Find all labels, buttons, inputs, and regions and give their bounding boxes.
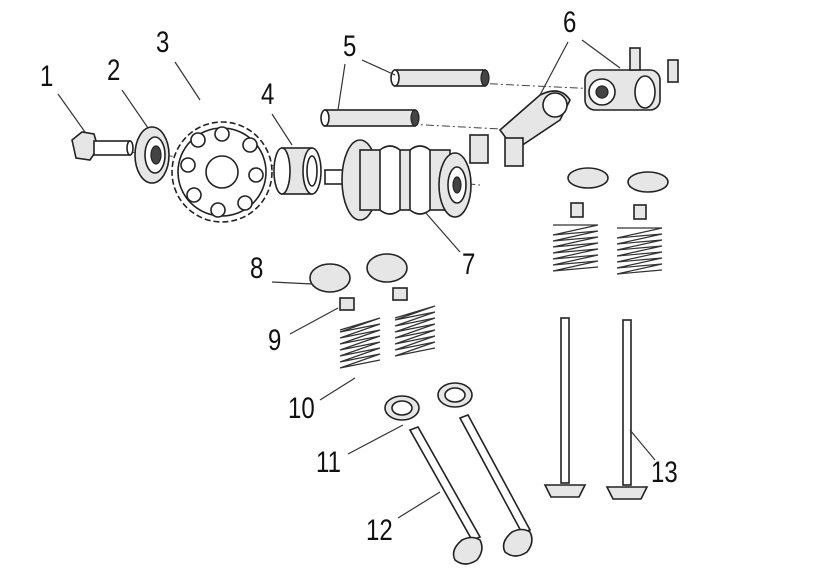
callout-11: 11 [316, 446, 341, 479]
part-10-springs [339, 224, 663, 369]
callout-9: 9 [268, 324, 282, 357]
part-1-bolt [71, 131, 134, 161]
callout-8: 8 [250, 252, 264, 285]
callout-10: 10 [288, 392, 315, 425]
callout-3: 3 [156, 26, 170, 59]
part-3-sprocket [171, 121, 273, 223]
callout-6: 6 [563, 6, 577, 39]
part-6-rocker-arms [469, 47, 679, 167]
leader-lines [57, 39, 656, 519]
callout-7: 7 [462, 248, 476, 281]
callout-5: 5 [343, 30, 357, 63]
part-2-washer [134, 126, 170, 184]
part-4-bearing [273, 147, 322, 195]
part-8-spring-caps [309, 167, 669, 293]
part-5-pins [320, 69, 490, 127]
part-12-valves [408, 414, 533, 565]
part-7-camshaft [324, 139, 472, 221]
part-9-keepers [339, 202, 647, 311]
callout-2: 2 [107, 54, 121, 87]
callout-4: 4 [261, 78, 275, 111]
callout-12: 12 [366, 514, 393, 547]
callout-13: 13 [651, 456, 678, 489]
part-13-valves [543, 317, 649, 500]
callout-1: 1 [40, 60, 54, 93]
part-11-seats [384, 382, 473, 421]
